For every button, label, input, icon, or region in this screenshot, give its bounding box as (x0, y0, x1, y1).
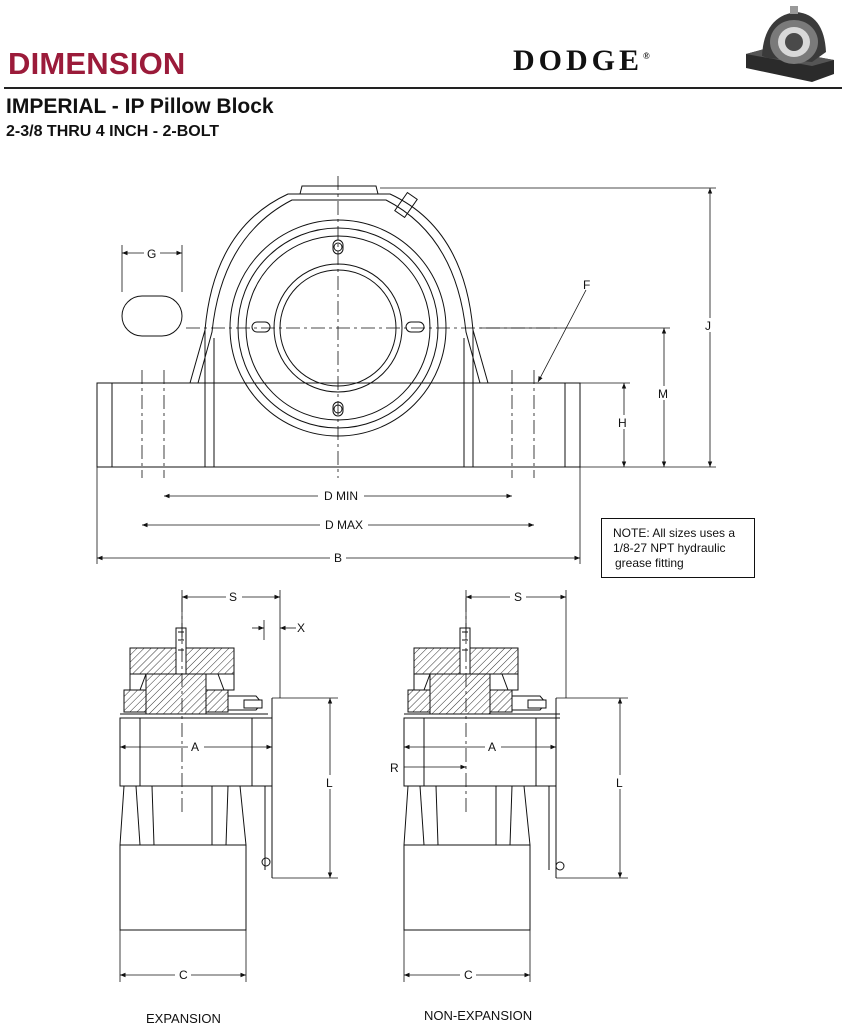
expansion-caption: EXPANSION (146, 1011, 221, 1026)
non-expansion-view (403, 598, 565, 931)
product-subtitle: IMPERIAL - IP Pillow Block (6, 95, 274, 118)
non-expansion-caption: NON-EXPANSION (424, 1008, 532, 1023)
page-title: DIMENSION (8, 46, 186, 81)
header-rule (4, 87, 842, 89)
note-line-2: 1/8-27 NPT hydraulic (613, 541, 726, 555)
size-range: 2-3/8 THRU 4 INCH - 2-BOLT (6, 123, 220, 140)
roller (429, 673, 491, 715)
brand-name: DODGE (513, 44, 644, 77)
label-f: F (583, 278, 590, 292)
label-c: C (179, 968, 188, 982)
note-line-1: NOTE: All sizes uses a (613, 526, 736, 540)
pillow-block-product-icon (746, 6, 834, 82)
label-h: H (618, 416, 627, 430)
label-x: X (297, 621, 305, 635)
roller (145, 673, 207, 715)
label-m: M (658, 387, 668, 401)
base-plate (96, 382, 581, 468)
label-a: A (191, 740, 199, 754)
grease-fitting (394, 191, 418, 219)
label-s: S (514, 590, 522, 604)
label-b: B (334, 551, 342, 565)
label-a: A (488, 740, 496, 754)
dodge-brand-logo: DODGE® (513, 44, 650, 78)
label-d-min: D MIN (324, 489, 358, 503)
expansion-labels: S X A L C EXPANSION (146, 590, 336, 1026)
label-c: C (464, 968, 473, 982)
expansion-view (119, 598, 273, 931)
front-labels: G F J M H D MIN D MAX B (144, 246, 717, 565)
label-r: R (390, 761, 399, 775)
label-j: J (705, 319, 711, 333)
registered-mark: ® (643, 51, 650, 61)
note-box: NOTE: All sizes uses a 1/8-27 NPT hydrau… (601, 518, 755, 578)
label-l: L (326, 776, 333, 790)
housing-outline (189, 193, 489, 384)
label-g: G (147, 247, 156, 261)
note-line-3: grease fitting (615, 556, 684, 570)
label-l: L (616, 776, 623, 790)
non-expansion-labels: S R A L C NON-EXPANSION (390, 590, 626, 1023)
housing-body (403, 717, 557, 787)
bolt-slot (121, 295, 183, 337)
front-view (96, 176, 581, 478)
label-d-max: D MAX (325, 518, 363, 532)
label-s: S (229, 590, 237, 604)
